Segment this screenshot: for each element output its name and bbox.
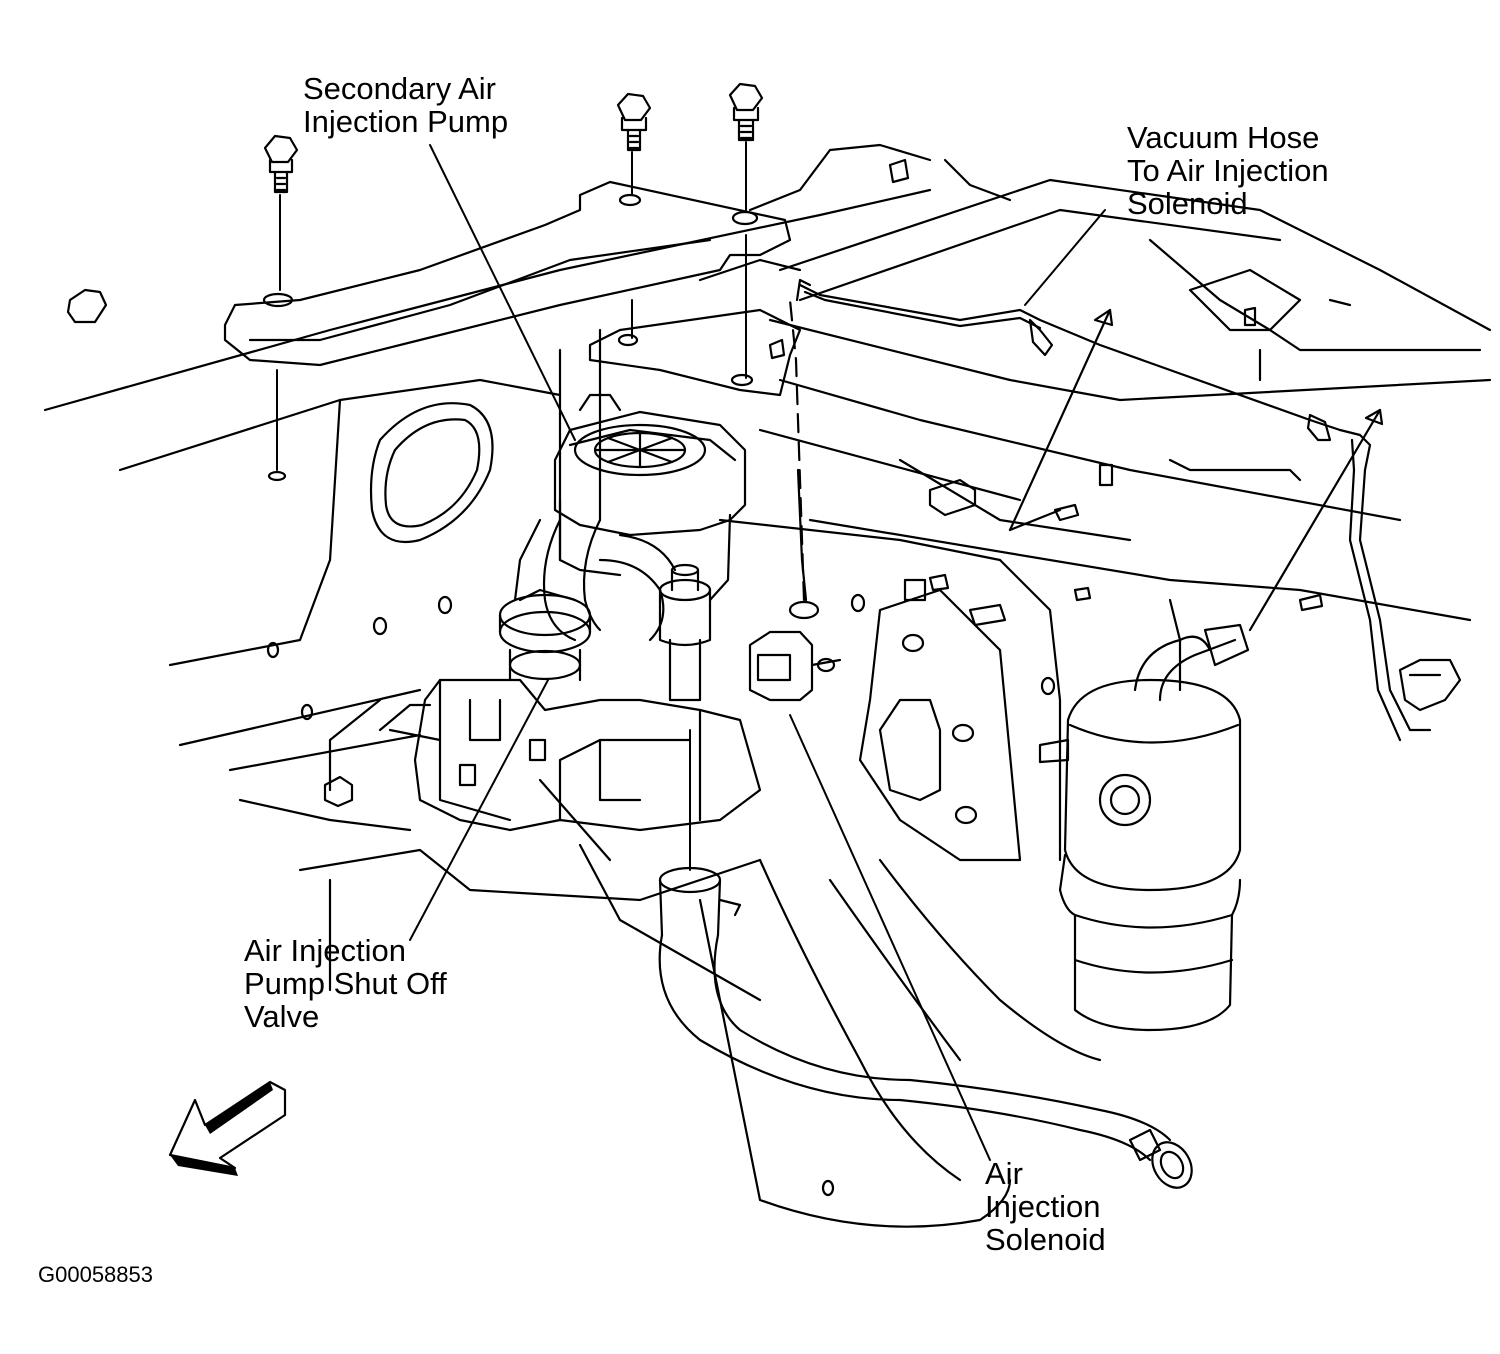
air-canister [1038,598,1250,1032]
label-secondary-air-injection-pump: Secondary Air Injection Pump [303,71,509,139]
bolt-middle [616,92,652,152]
wheelhouse-panel [698,858,1102,1228]
pump-outlet-pipe [542,518,577,642]
figure-id: G00058853 [38,1262,153,1287]
bolt-guide-lines [276,141,747,471]
air-injection-solenoid [748,600,842,702]
bolt-right [728,82,764,142]
body-panels [43,143,1492,1002]
front-arrow-icon [168,1080,287,1176]
air-injection-pump [513,393,747,602]
bolt-left [263,134,299,194]
lower-bracket-plate [588,308,802,397]
check-valve [658,563,712,702]
side-bracket [266,573,1056,862]
pump-mount-housing [378,678,762,832]
shutoff-valve [498,588,592,682]
fender-cutout [369,402,494,544]
label-air-injection-solenoid: Air Injection Solenoid [985,1156,1106,1257]
vacuum-hose-guide-arrows [943,158,1384,632]
nut-left [66,288,108,324]
body-fittings [768,158,1324,612]
nut-lower [323,775,354,808]
label-vacuum-hose: Vacuum Hose To Air Injection Solenoid [1127,120,1329,221]
air-outlet-hose [658,866,1193,1189]
callout-leader-lines [409,144,1106,1161]
label-shutoff-valve: Air Injection Pump Shut Off Valve [244,933,447,1034]
mounting-bracket [223,180,792,367]
